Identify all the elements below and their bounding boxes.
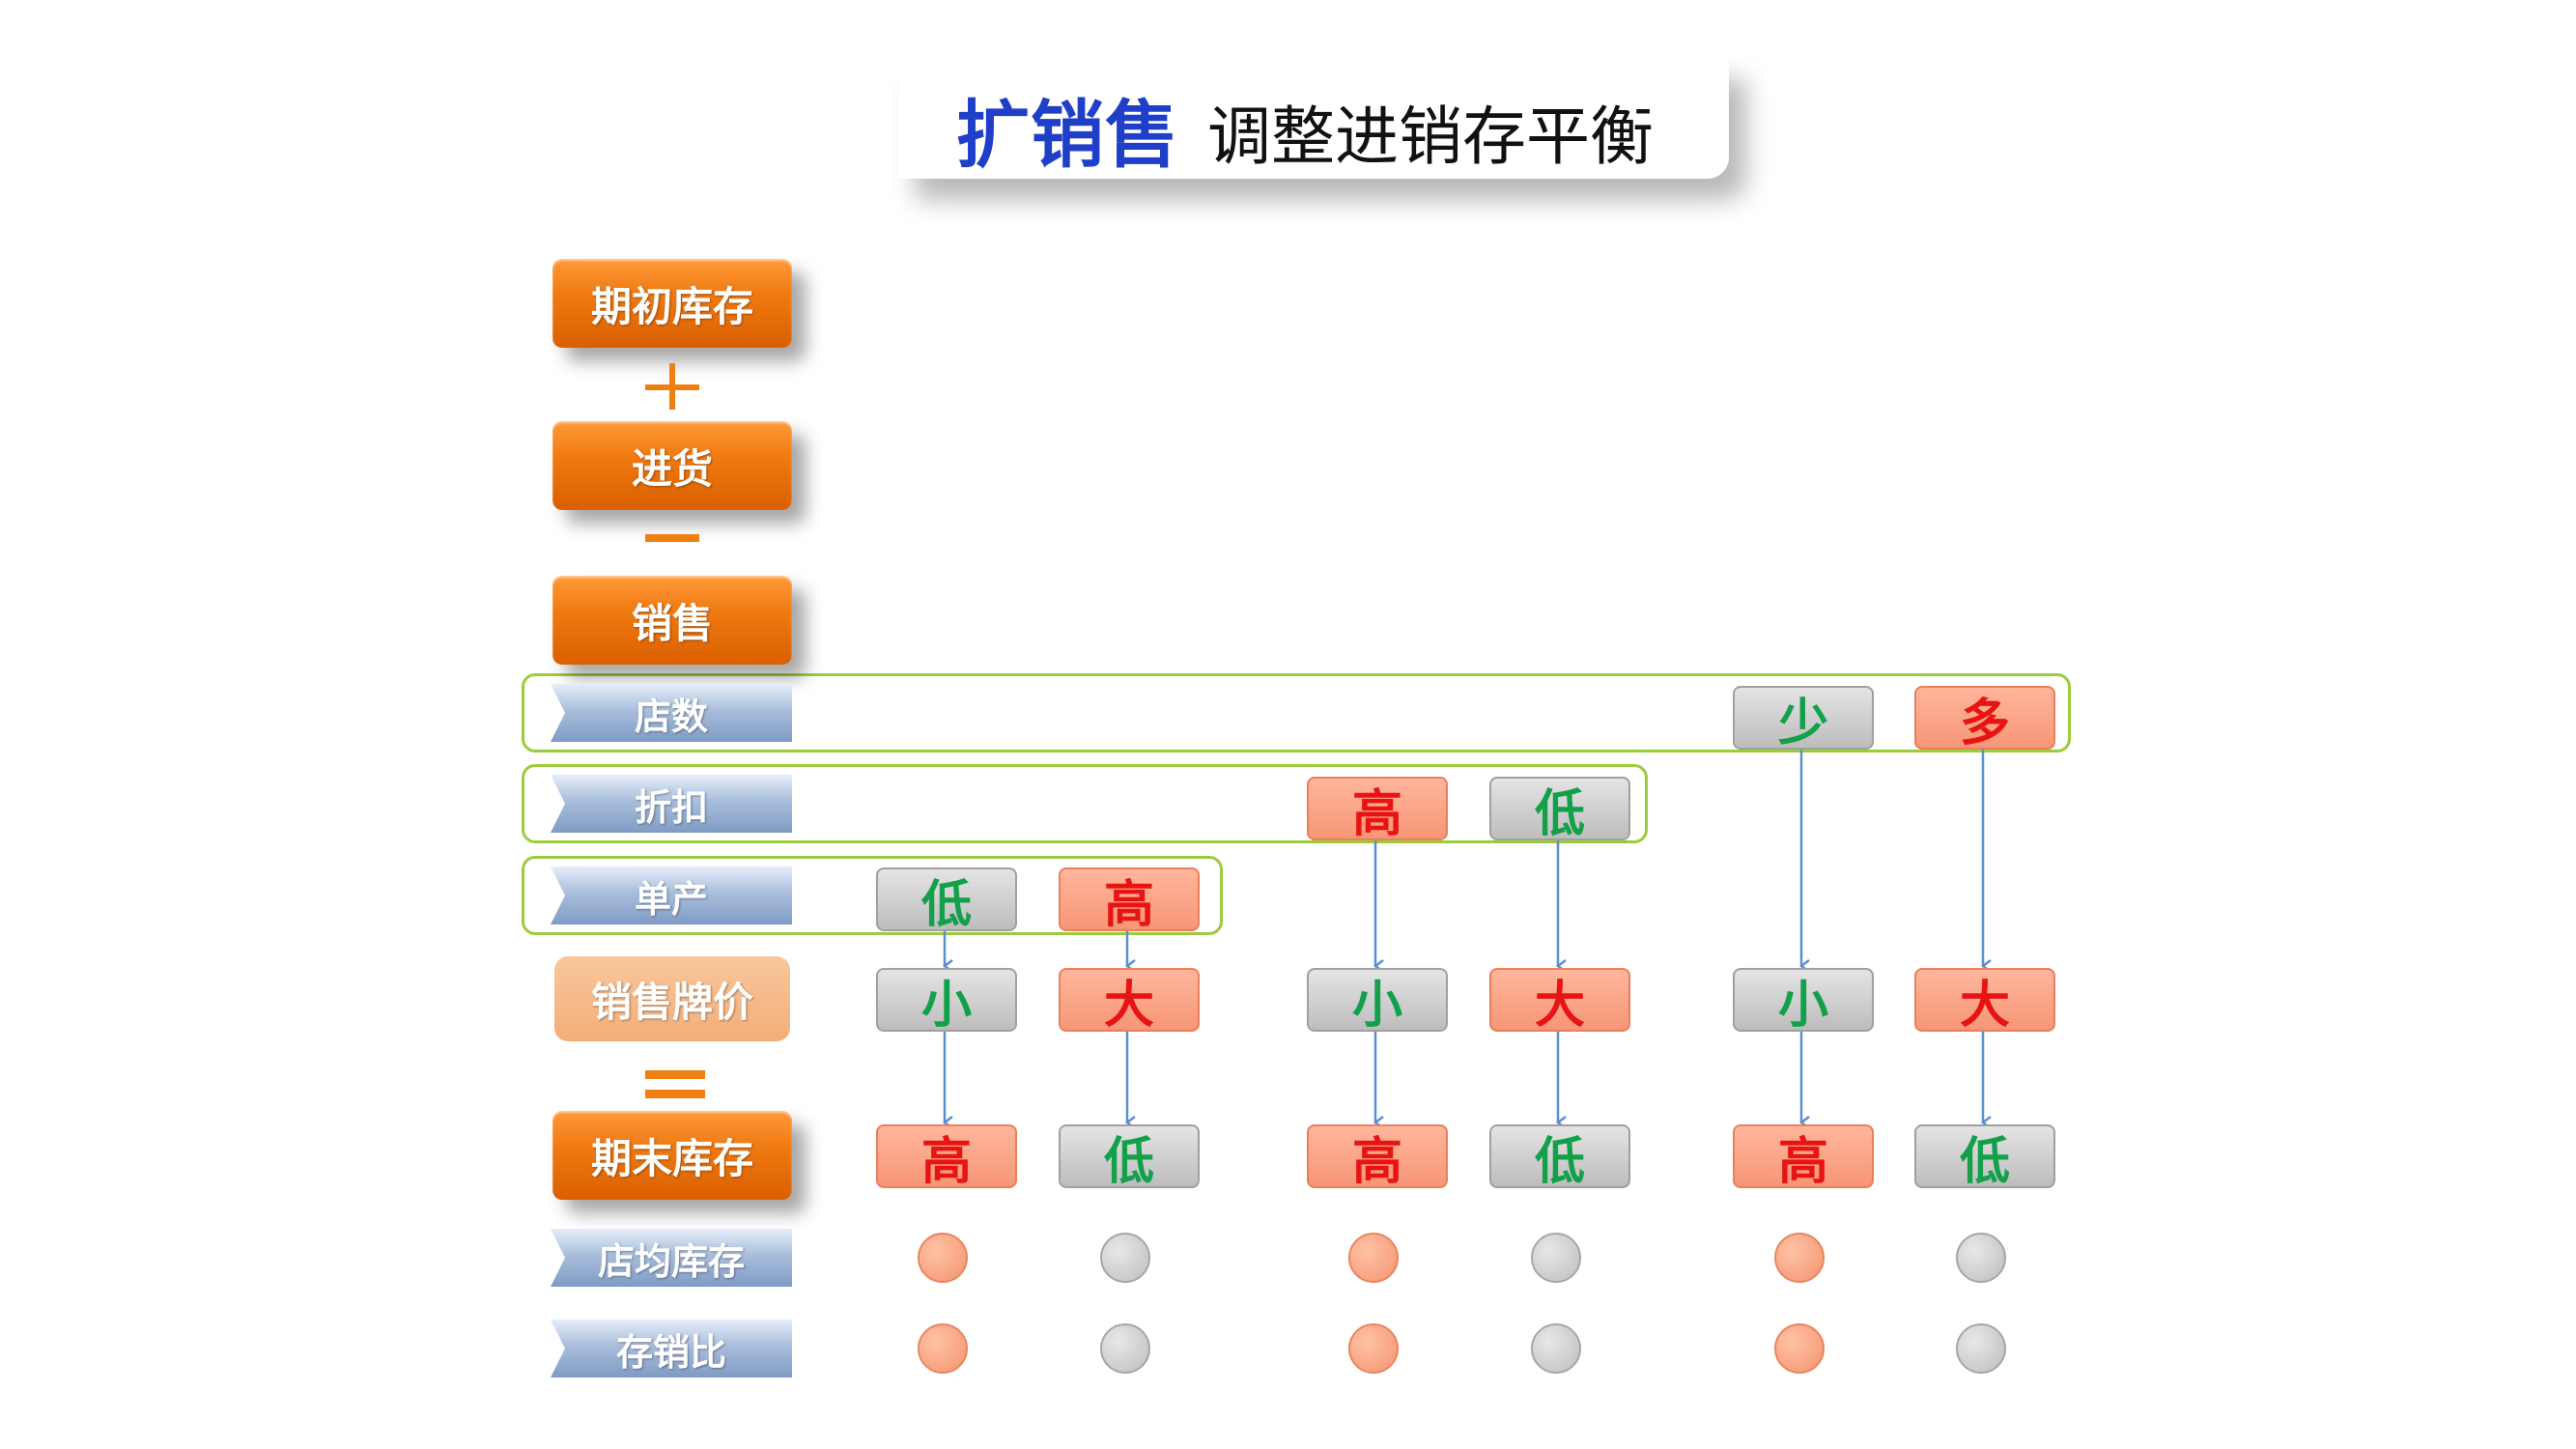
label-store-count: 店数 — [551, 684, 792, 742]
label-sales: 销售 — [552, 576, 792, 665]
equals-operator-top — [645, 1070, 705, 1079]
price-cell: 大 — [1059, 968, 1200, 1035]
avg-stock-dot — [918, 1233, 968, 1283]
price-cell: 小 — [876, 968, 1017, 1035]
equals-operator-bottom — [645, 1090, 705, 1098]
avg-stock-dot — [1774, 1233, 1825, 1283]
label-avg-store-stock: 店均库存 — [551, 1229, 792, 1287]
driver-cell: 少 — [1733, 686, 1874, 753]
label-discount: 折扣 — [551, 775, 792, 833]
ratio-dot — [1774, 1323, 1825, 1374]
label-closing-stock: 期末库存 — [552, 1111, 792, 1200]
closing-cell: 低 — [1059, 1124, 1200, 1191]
label-stock-sales-ratio: 存销比 — [551, 1320, 792, 1378]
avg-stock-dot — [1956, 1233, 2006, 1283]
closing-cell: 低 — [1914, 1124, 2055, 1191]
price-cell: 大 — [1914, 968, 2055, 1035]
ratio-dot — [1348, 1323, 1399, 1374]
ratio-dot — [918, 1323, 968, 1374]
minus-operator — [645, 534, 699, 542]
driver-cell: 低 — [1489, 777, 1630, 843]
label-opening-stock: 期初库存 — [552, 259, 792, 348]
avg-stock-dot — [1100, 1233, 1150, 1283]
ratio-dot — [1956, 1323, 2006, 1374]
group-store-count — [522, 673, 2071, 753]
closing-cell: 低 — [1489, 1124, 1630, 1191]
price-cell: 小 — [1733, 968, 1874, 1035]
label-unit-output: 单产 — [551, 867, 792, 924]
ratio-dot — [1100, 1323, 1150, 1374]
closing-cell: 高 — [1307, 1124, 1448, 1191]
driver-cell: 多 — [1914, 686, 2055, 753]
group-discount — [522, 764, 1648, 843]
title-banner: 扩销售 调整进销存平衡 — [898, 58, 1729, 179]
price-cell: 小 — [1307, 968, 1448, 1035]
ratio-dot — [1531, 1323, 1581, 1374]
driver-cell: 低 — [876, 867, 1017, 934]
label-sales-list-price: 销售牌价 — [554, 956, 790, 1041]
title-main: 扩销售 — [956, 92, 1179, 178]
driver-cell: 高 — [1307, 777, 1448, 843]
closing-cell: 高 — [1733, 1124, 1874, 1191]
closing-cell: 高 — [876, 1124, 1017, 1191]
avg-stock-dot — [1531, 1233, 1581, 1283]
title-sub: 调整进销存平衡 — [1207, 99, 1654, 174]
driver-cell: 高 — [1059, 867, 1200, 934]
price-cell: 大 — [1489, 968, 1630, 1035]
group-unit-output — [522, 856, 1223, 935]
avg-stock-dot — [1348, 1233, 1399, 1283]
plus-operator-vertical — [669, 363, 675, 410]
label-purchase: 进货 — [552, 421, 792, 510]
